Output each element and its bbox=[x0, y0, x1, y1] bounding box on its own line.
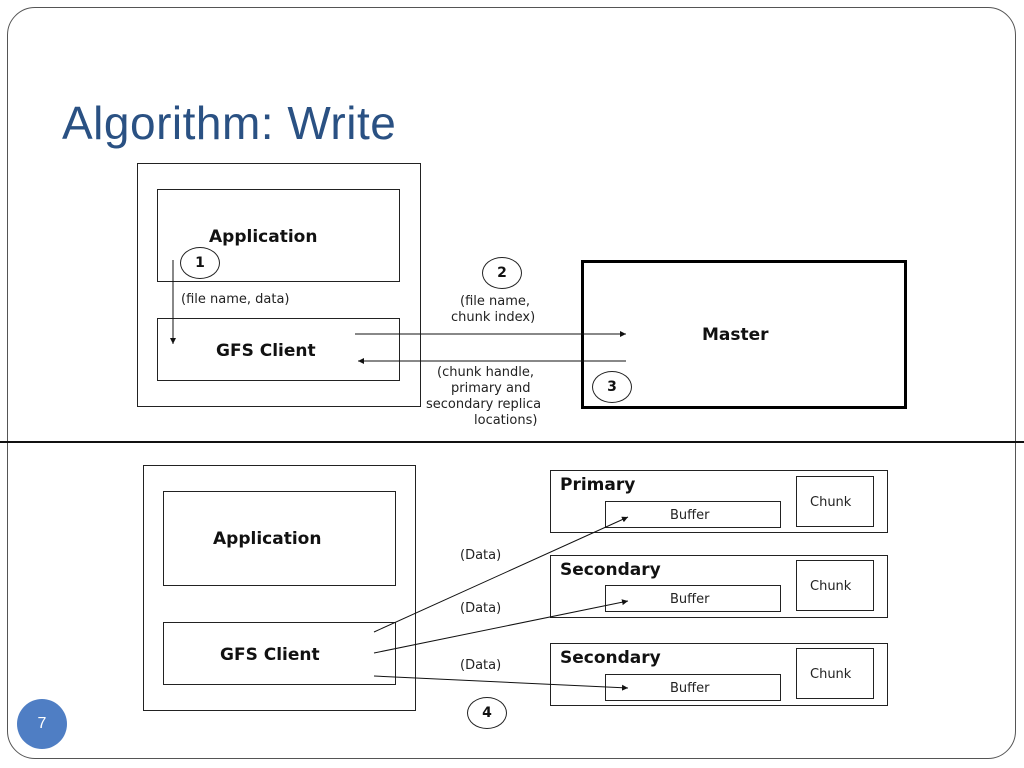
primary-replica-label: Primary bbox=[560, 475, 636, 495]
primary-buffer-label: Buffer bbox=[670, 508, 710, 523]
gfs-client-box: GFS Client bbox=[157, 318, 400, 381]
secondary-chunk-label-2: Chunk bbox=[810, 667, 852, 682]
secondary-chunk-box-1: Chunk bbox=[796, 560, 874, 611]
secondary-buffer-box-1: Buffer bbox=[605, 585, 781, 612]
master-box: Master bbox=[581, 260, 907, 409]
secondary-buffer-label-2: Buffer bbox=[670, 681, 710, 696]
step-1-label: (file name, data) bbox=[181, 292, 290, 307]
master-label: Master bbox=[702, 325, 769, 345]
data-label-2: (Data) bbox=[460, 601, 502, 616]
secondary-replica-label-1: Secondary bbox=[560, 560, 661, 580]
primary-chunk-box: Chunk bbox=[796, 476, 874, 527]
step-4-marker: 4 bbox=[467, 697, 507, 729]
section-divider bbox=[0, 441, 1024, 443]
secondary-buffer-box-2: Buffer bbox=[605, 674, 781, 701]
step-3-label-line2: primary and bbox=[451, 381, 531, 396]
data-label-3: (Data) bbox=[460, 658, 502, 673]
application-label-2: Application bbox=[213, 529, 322, 549]
application-box-2: Application bbox=[163, 491, 396, 586]
step-2-label-line2: chunk index) bbox=[451, 310, 536, 325]
data-label-1: (Data) bbox=[460, 548, 502, 563]
step-2-marker: 2 bbox=[482, 257, 522, 289]
secondary-replica-label-2: Secondary bbox=[560, 648, 661, 668]
secondary-buffer-label-1: Buffer bbox=[670, 592, 710, 607]
step-2-label-line1: (file name, bbox=[460, 294, 531, 309]
secondary-chunk-box-2: Chunk bbox=[796, 648, 874, 699]
application-label: Application bbox=[209, 227, 318, 247]
page-number-badge: 7 bbox=[17, 699, 67, 749]
gfs-client-label-2: GFS Client bbox=[220, 645, 320, 665]
slide-title: Algorithm: Write bbox=[62, 97, 397, 149]
step-3-label-line4: locations) bbox=[474, 413, 538, 428]
secondary-chunk-label-1: Chunk bbox=[810, 579, 852, 594]
primary-chunk-label: Chunk bbox=[810, 495, 852, 510]
step-3-label-line1: (chunk handle, bbox=[437, 365, 535, 380]
step-3-marker: 3 bbox=[592, 371, 632, 403]
gfs-client-label: GFS Client bbox=[216, 341, 316, 361]
gfs-client-box-2: GFS Client bbox=[163, 622, 396, 685]
step-3-label-line3: secondary replica bbox=[426, 397, 542, 412]
primary-buffer-box: Buffer bbox=[605, 501, 781, 528]
step-1-marker: 1 bbox=[180, 247, 220, 279]
slide-frame bbox=[7, 7, 1016, 759]
